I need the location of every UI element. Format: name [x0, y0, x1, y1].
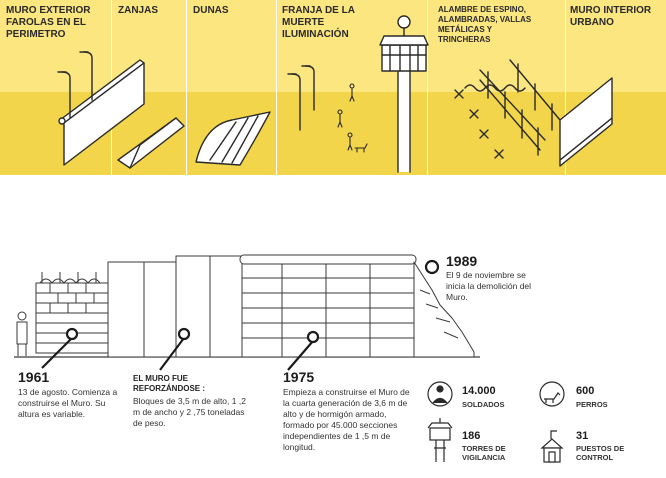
wall-1975-graphic [239, 254, 475, 358]
section-label-dunes: DUNAS [193, 5, 229, 16]
section-label-inner-wall: MURO INTERIOR URBANO [570, 5, 652, 28]
outer-wall-graphic [58, 59, 145, 166]
text-1975: Empieza a construirse el Muro de la cuar… [283, 387, 410, 452]
stat-checkpoints-label: PUESTOS DE CONTROL [576, 444, 625, 462]
stat-towers-label: TORRES DE VIGILANCIA [462, 444, 506, 462]
section-label-trenches: ZANJAS [118, 5, 159, 16]
stat-dogs-number: 600 [576, 385, 595, 397]
border-strip-illustration [57, 15, 613, 173]
section-label-barbed-wire: ALAMBRE DE ESPINO, ALAMBRADAS, VALLAS ME… [438, 5, 532, 44]
dunes-graphic [195, 111, 271, 166]
street-lamp-icon [287, 65, 315, 131]
soldier-figure [16, 311, 28, 356]
inner-wall-graphic [559, 77, 613, 167]
soldier-icon [427, 381, 453, 407]
stat-soldiers-label: SOLDADOS [462, 400, 505, 409]
year-1989: 1989 [446, 253, 478, 269]
year-1961: 1961 [18, 369, 50, 385]
section-label-outer-wall: MURO EXTERIOR FAROLAS EN EL PERIMETRO [6, 5, 91, 40]
section-divider [427, 0, 428, 175]
trench-graphic [117, 117, 185, 169]
text-1961: 13 de agosto. Comienza a construirse el … [18, 387, 118, 419]
guard-figures [337, 83, 368, 153]
section-label-death-strip: FRANJA DE LA MUERTE ILUMINACIÓN [282, 5, 355, 40]
stat-dogs-label: PERROS [576, 400, 608, 409]
section-divider [186, 0, 187, 175]
checkpoint-icon [540, 430, 564, 463]
reinforced-heading: EL MURO FUE REFORZÁNDOSE : [133, 374, 205, 393]
street-lamp-icon [57, 51, 93, 119]
stat-towers-number: 186 [462, 430, 481, 442]
watchtower-graphic [379, 15, 429, 173]
stat-soldiers-number: 14.000 [462, 385, 496, 397]
wall-blocks-graphic [107, 255, 243, 358]
stat-checkpoints-number: 31 [576, 430, 589, 442]
dog-icon [539, 381, 565, 407]
text-1989: El 9 de noviembre se inicia la demolició… [446, 270, 532, 302]
section-divider [565, 0, 566, 175]
year-1975: 1975 [283, 369, 315, 385]
barbed-wire-graphic [454, 59, 561, 159]
reinforced-text: Bloques de 3,5 m de alto, 1 ,2 m de anch… [133, 396, 246, 428]
section-divider [276, 0, 277, 175]
watchtower-icon [427, 418, 453, 462]
wall-1961-graphic [35, 272, 111, 354]
